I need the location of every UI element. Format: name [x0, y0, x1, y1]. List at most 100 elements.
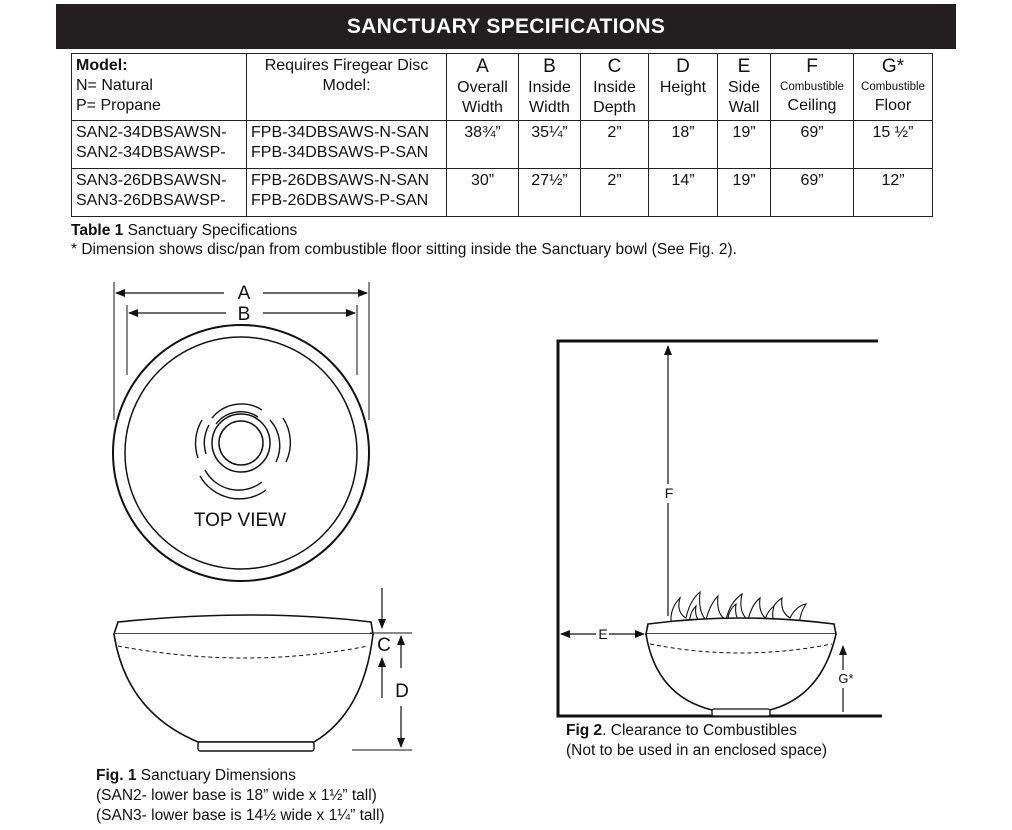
row1-f: 69”: [770, 120, 854, 169]
spec-banner: SANCTUARY SPECIFICATIONS: [56, 4, 956, 49]
fig2-bowl-depth-line: [649, 643, 833, 654]
fig2-bowl-rim: [645, 617, 837, 635]
burner-slot: [269, 419, 281, 463]
dim-g-label: G*: [838, 671, 853, 686]
header-e-letter: E: [737, 56, 751, 77]
table-row: SAN3-26DBSAWSN- SAN3-26DBSAWSP- FPB-26DB…: [71, 168, 933, 217]
side-bowl-base: [197, 741, 315, 752]
header-a-line2: Width: [462, 99, 503, 116]
fig2-caption-text: . Clearance to Combustibles: [602, 722, 797, 739]
row1-disc: FPB-34DBSAWS-N-SAN FPB-34DBSAWS-P-SAN: [246, 120, 447, 169]
bowl-outer-rim: [112, 324, 370, 582]
side-bowl-body: [113, 633, 374, 743]
side-bowl-rim: [112, 614, 374, 635]
side-bowl-inner-depth-line: [117, 645, 369, 659]
dim-a-label: A: [238, 283, 251, 304]
burner-slot: [282, 417, 292, 463]
header-g: G* Combustible Floor: [853, 53, 933, 121]
fig2-bowl-base: [711, 708, 771, 717]
table-row: SAN2-34DBSAWSN- SAN2-34DBSAWSP- FPB-34DB…: [71, 120, 933, 169]
row1-b: 35¼”: [518, 120, 581, 169]
header-g-letter: G*: [881, 56, 905, 77]
row2-d: 14”: [648, 168, 718, 217]
header-f-line2: Ceiling: [787, 97, 837, 114]
header-e-line1: Side: [727, 79, 761, 96]
row2-model-n: SAN3-26DBSAWSN-: [76, 172, 227, 189]
dim-f-label: F: [665, 485, 674, 501]
burner-inner-ring: [218, 420, 264, 466]
header-disc-line2: Model:: [322, 77, 371, 94]
row1-g: 15 ½”: [853, 120, 933, 169]
header-disc: Requires Firegear Disc Model:: [246, 53, 447, 121]
banner-title: SANCTUARY SPECIFICATIONS: [346, 14, 666, 38]
spec-table: Model: N= Natural P= Propane Requires Fi…: [71, 53, 933, 217]
burner-slot: [204, 469, 263, 491]
header-c-line1: Inside: [593, 79, 636, 96]
row2-disc-n: FPB-26DBSAWS-N-SAN: [251, 172, 430, 189]
row2-f: 69”: [770, 168, 854, 217]
dim-c-label: C: [377, 635, 391, 656]
dim-b-label: B: [238, 304, 251, 325]
header-d-letter: D: [676, 56, 690, 77]
row2-a: 30”: [446, 168, 519, 217]
header-e-line2: Wall: [728, 99, 760, 116]
header-f: F Combustible Ceiling: [770, 53, 854, 121]
burner-slot: [203, 424, 210, 455]
header-g-line1: Combustible: [861, 81, 925, 93]
header-d-line1: Height: [659, 79, 707, 96]
burner-slot: [194, 419, 203, 459]
header-disc-line1: Requires Firegear Disc: [264, 57, 429, 74]
row1-e: 19”: [717, 120, 771, 169]
fig1-caption-line3: (SAN3- lower base is 14½ wide x 1¼” tall…: [96, 807, 385, 824]
row1-a: 38¾”: [446, 120, 519, 169]
clearance-diagram: F E G*: [556, 339, 882, 718]
header-f-line1: Combustible: [780, 81, 844, 93]
burner-slot: [215, 411, 259, 425]
fig1-caption: Fig. 1 Sanctuary Dimensions (SAN2- lower…: [96, 766, 385, 826]
fig1-caption-text: Sanctuary Dimensions: [136, 767, 296, 784]
header-b-line1: Inside: [528, 79, 571, 96]
fig1-caption-line2: (SAN2- lower base is 18” wide x 1½” tall…: [96, 787, 377, 804]
table-caption-text: Sanctuary Specifications: [123, 222, 298, 239]
row1-model: SAN2-34DBSAWSN- SAN2-34DBSAWSP-: [71, 120, 247, 169]
header-a-letter: A: [476, 56, 489, 77]
burner-slot: [199, 475, 267, 500]
burner-slot: [211, 403, 263, 419]
row2-disc-p: FPB-26DBSAWS-P-SAN: [251, 192, 429, 209]
header-c-line2: Depth: [593, 99, 636, 116]
fig1-caption-label: Fig. 1: [96, 767, 137, 784]
row1-disc-n: FPB-34DBSAWS-N-SAN: [251, 124, 430, 141]
header-b-letter: B: [543, 56, 556, 77]
row1-model-p: SAN2-34DBSAWSP-: [76, 144, 226, 161]
header-c-letter: C: [607, 56, 622, 77]
row2-disc: FPB-26DBSAWS-N-SAN FPB-26DBSAWS-P-SAN: [246, 168, 447, 217]
fig2-caption-label: Fig 2: [566, 722, 603, 739]
row1-d: 18”: [648, 120, 718, 169]
row2-g: 12”: [853, 168, 933, 217]
row2-model: SAN3-26DBSAWSN- SAN3-26DBSAWSP-: [71, 168, 247, 217]
table-caption: Table 1 Sanctuary Specifications * Dimen…: [71, 221, 737, 259]
table-caption-label: Table 1: [71, 222, 124, 239]
header-e: E Side Wall: [717, 53, 771, 121]
header-f-letter: F: [806, 56, 818, 77]
burner-outer-ring: [211, 413, 271, 473]
table-caption-note: * Dimension shows disc/pan from combusti…: [71, 241, 737, 258]
header-a-line1: Overall: [457, 79, 508, 96]
fig2-bowl-body: [645, 633, 837, 711]
row1-model-n: SAN2-34DBSAWSN-: [76, 124, 227, 141]
dim-e-label: E: [598, 626, 607, 642]
header-a: A Overall Width: [446, 53, 519, 121]
row1-disc-p: FPB-34DBSAWS-P-SAN: [251, 144, 429, 161]
header-b-line2: Width: [529, 99, 570, 116]
header-model-title: Model:: [76, 57, 128, 74]
side-view-diagram: C D: [112, 588, 412, 752]
bowl-inner-rim: [124, 336, 358, 570]
dim-d-label: D: [395, 681, 409, 702]
row2-e: 19”: [717, 168, 771, 217]
header-model-natural: N= Natural: [76, 77, 153, 94]
top-view-diagram: A B TOP VIEW: [112, 282, 370, 582]
top-view-label: TOP VIEW: [194, 510, 286, 531]
fig2-caption: Fig 2. Clearance to Combustibles (Not to…: [566, 721, 827, 761]
header-b: B Inside Width: [518, 53, 581, 121]
